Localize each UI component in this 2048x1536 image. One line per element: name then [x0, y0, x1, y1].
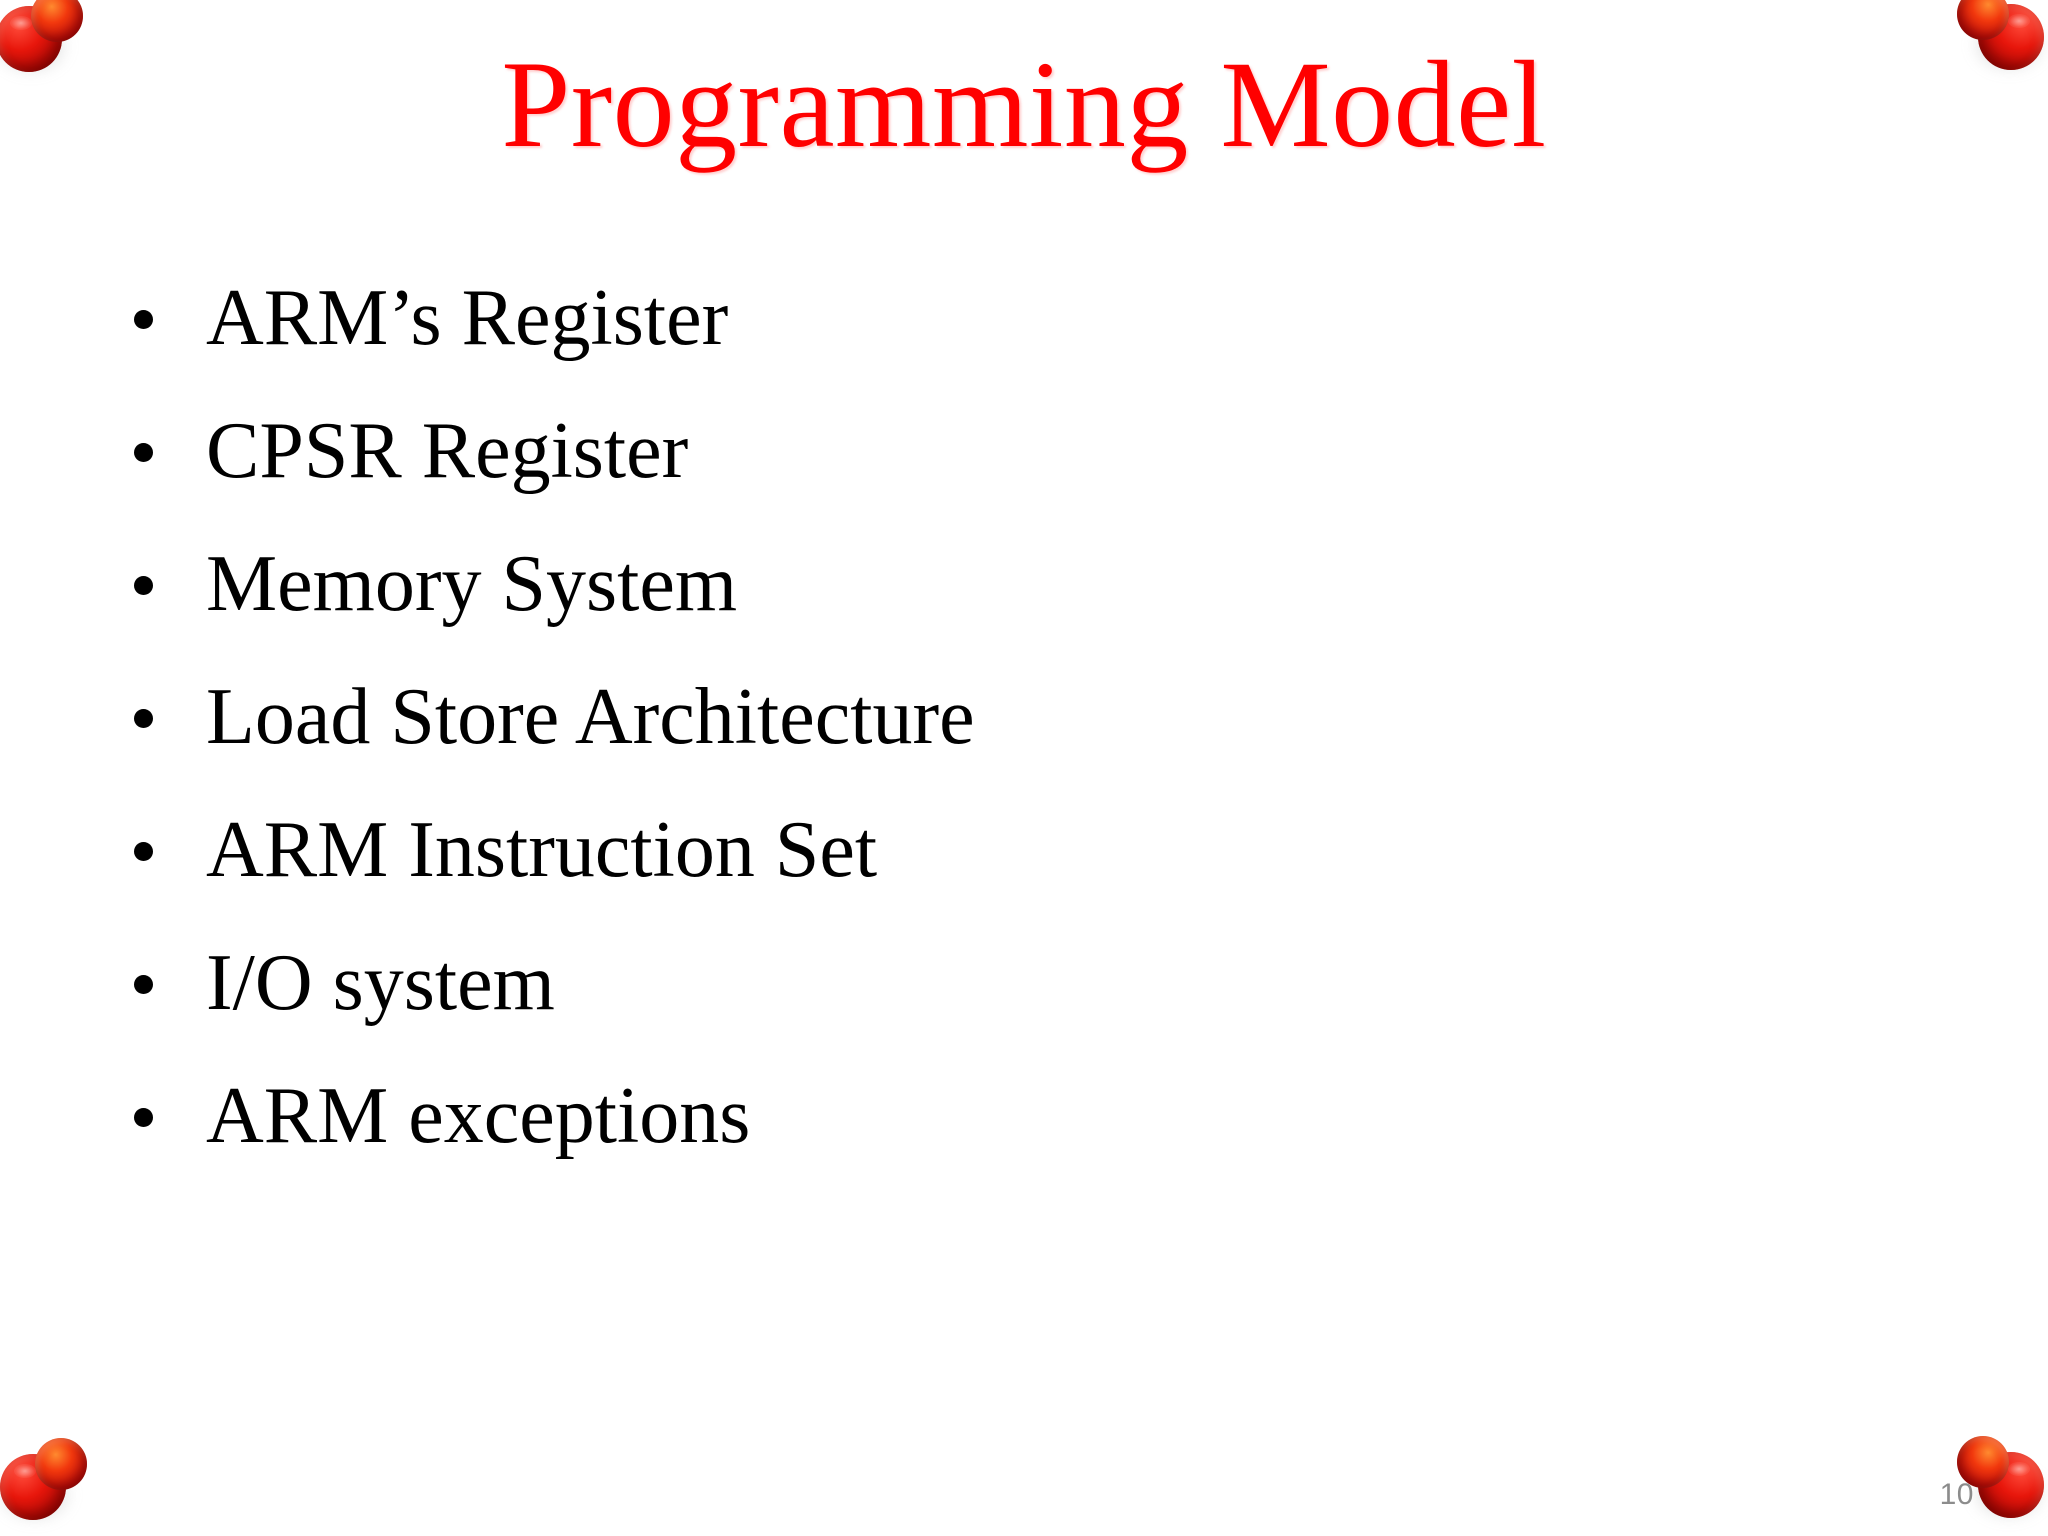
pushpin-highlight: [14, 1464, 36, 1478]
bullet-point-icon: [134, 709, 153, 728]
pushpin-knob: [1957, 0, 2009, 40]
pushpin-highlight: [2008, 14, 2030, 28]
pushpin-shadow: [0, 1466, 74, 1524]
pushpin-highlight: [2008, 1462, 2030, 1476]
list-item-label: I/O system: [206, 939, 555, 1027]
list-item: Load Store Architecture: [116, 667, 1936, 800]
pushpin-knob: [35, 1438, 87, 1490]
list-item: Memory System: [116, 534, 1936, 667]
list-item: ARM Instruction Set: [116, 800, 1936, 933]
pushpin-body: [1978, 1452, 2044, 1518]
bullet-point-icon: [134, 1108, 153, 1127]
bullet-list: ARM’s Register CPSR Register Memory Syst…: [116, 268, 1936, 1199]
list-item-label: ARM exceptions: [206, 1072, 751, 1160]
list-item: CPSR Register: [116, 401, 1936, 534]
list-item-label: Load Store Architecture: [206, 673, 975, 761]
page-number: 10: [1939, 1478, 1974, 1511]
list-item-label: CPSR Register: [206, 407, 689, 495]
list-item-label: Memory System: [206, 540, 738, 628]
list-item: ARM’s Register: [116, 268, 1936, 401]
pushpin-highlight: [10, 16, 32, 30]
list-item: I/O system: [116, 933, 1936, 1066]
bullet-point-icon: [134, 842, 153, 861]
pushpin-body: [0, 1454, 66, 1520]
list-item: ARM exceptions: [116, 1066, 1936, 1199]
bullet-point-icon: [134, 310, 153, 329]
list-item-label: ARM Instruction Set: [206, 806, 878, 894]
page-title: Programming Model: [501, 36, 1547, 173]
list-item-label: ARM’s Register: [206, 274, 729, 362]
bullet-point-icon: [134, 443, 153, 462]
bullet-point-icon: [134, 975, 153, 994]
bullet-point-icon: [134, 576, 153, 595]
pushpin-shadow: [1970, 1464, 2048, 1522]
pushpin-icon: [0, 1436, 98, 1536]
